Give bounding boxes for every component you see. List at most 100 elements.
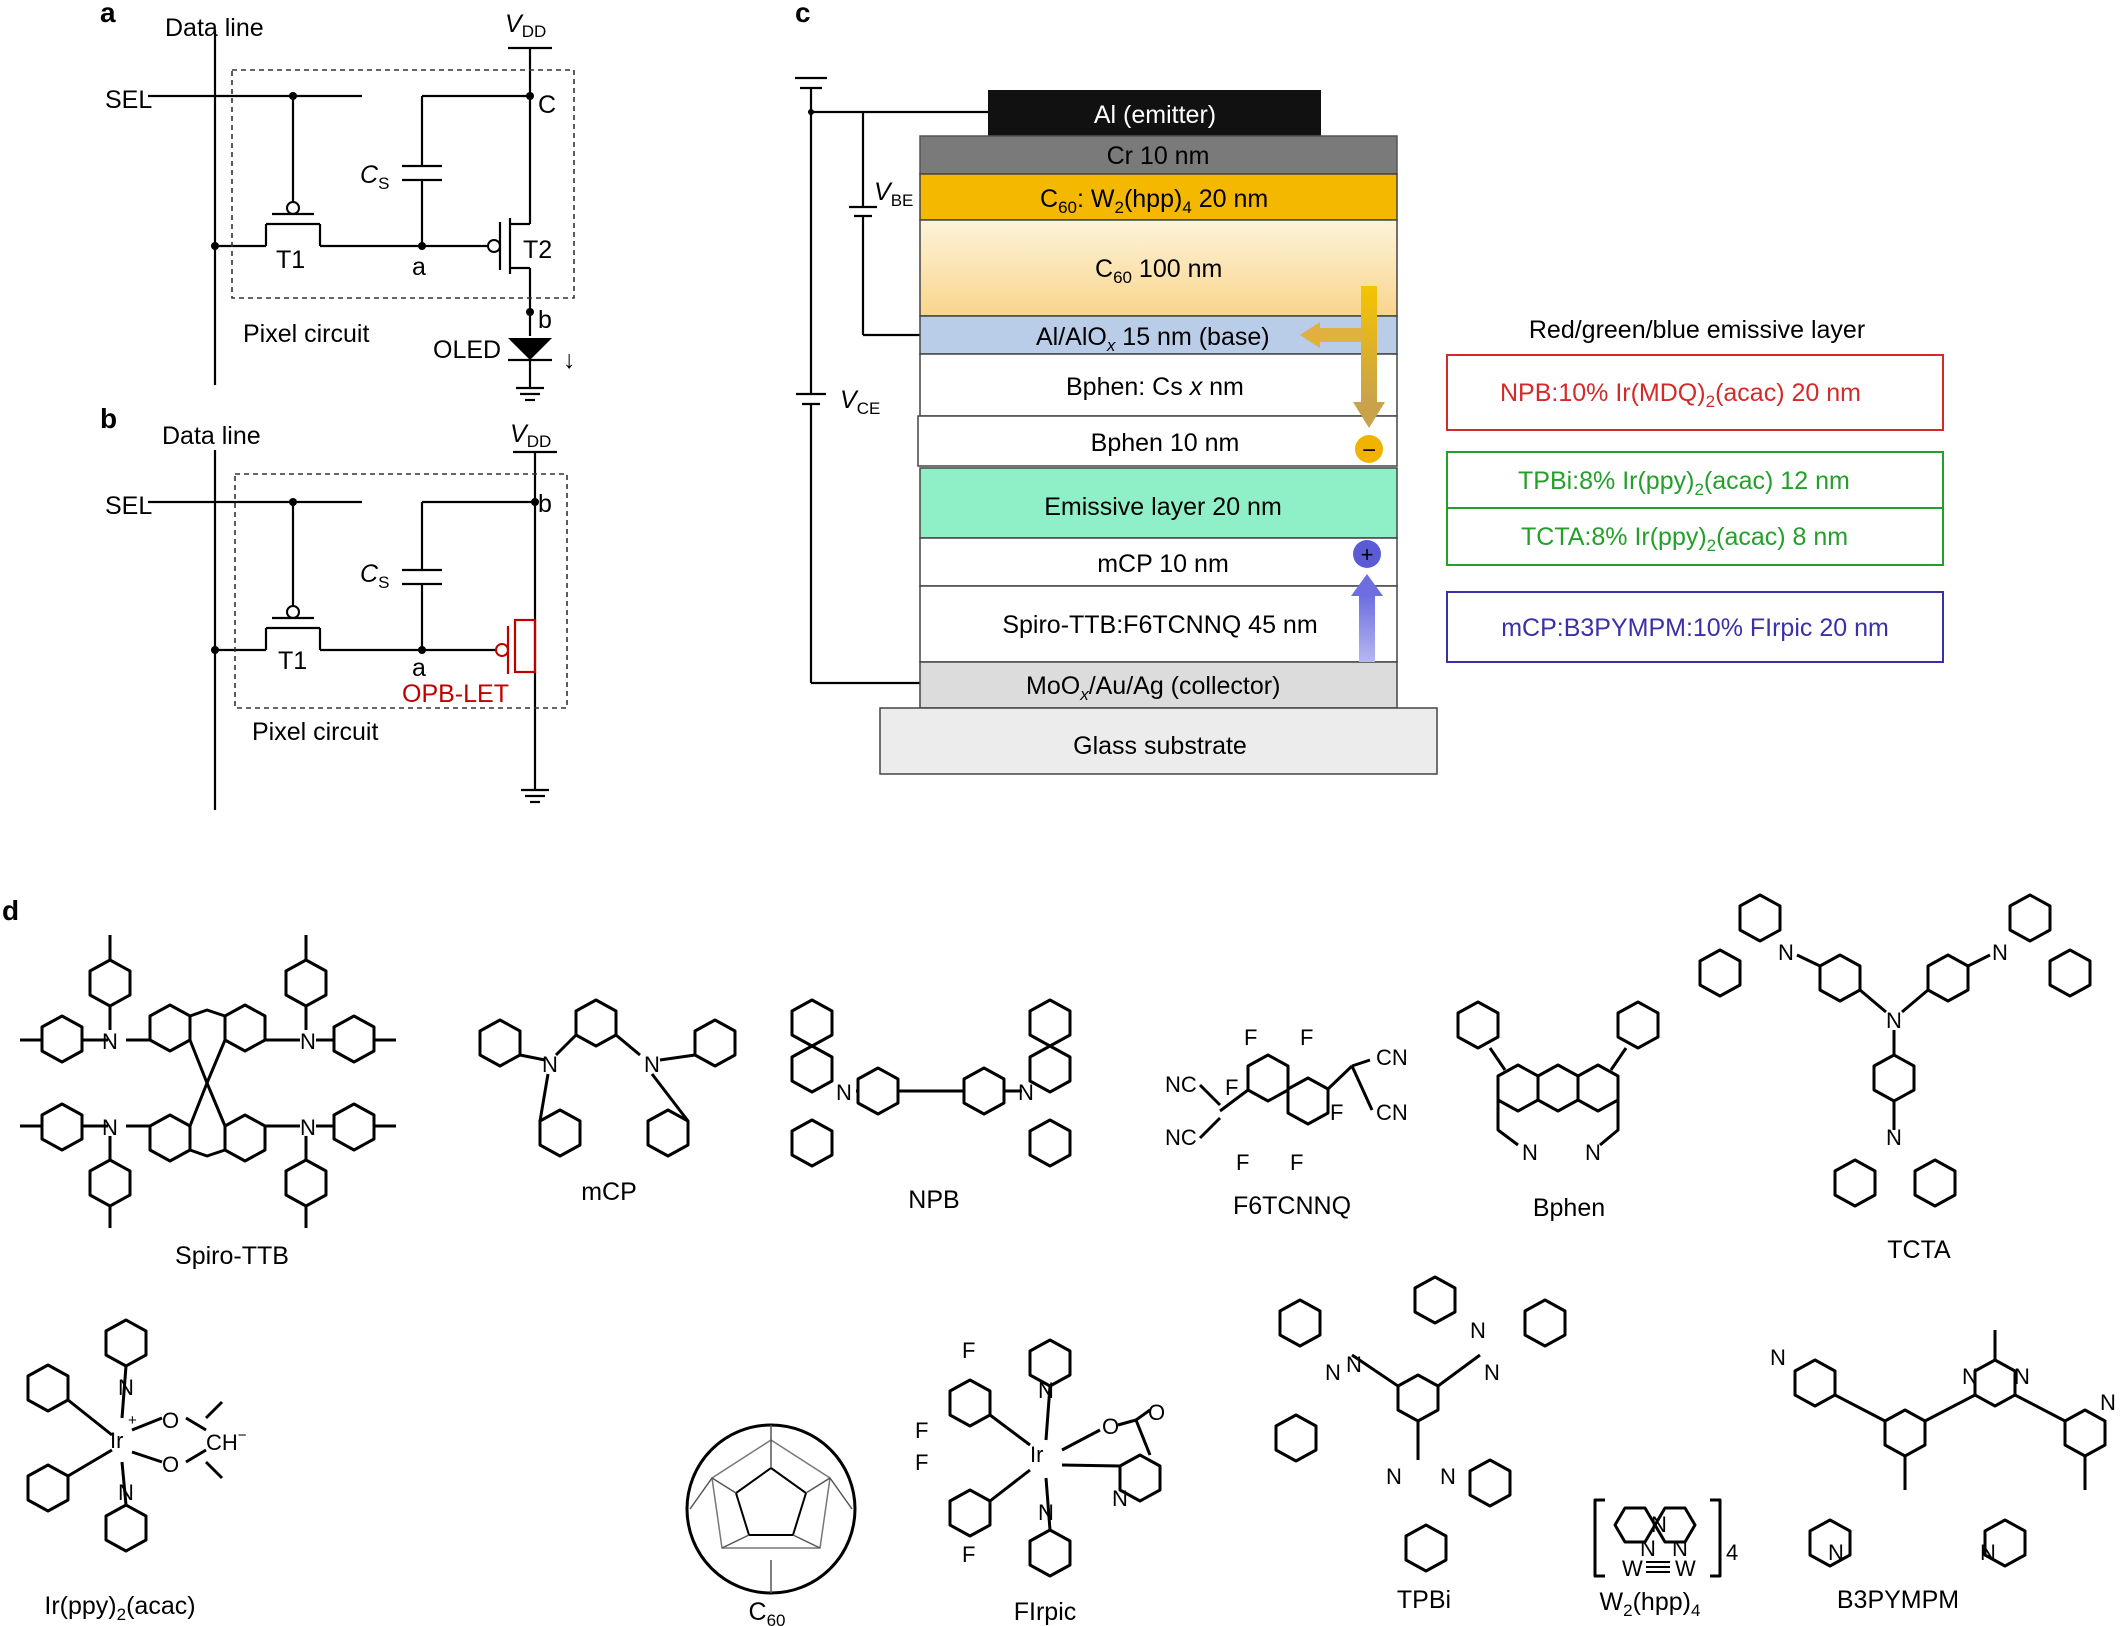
tpbi-label: TPBi (1397, 1586, 1451, 1614)
vdd-label: VDD (505, 10, 546, 41)
t1-label-b: T1 (278, 647, 307, 675)
t2-label: T2 (523, 236, 552, 264)
node-a-label: a (412, 253, 426, 281)
tpbi-n4: N (1484, 1360, 1500, 1385)
bphen-label: Bphen (1533, 1194, 1605, 1222)
tcta-label: TCTA (1887, 1236, 1951, 1264)
tpbi-n5: N (1386, 1464, 1402, 1489)
firpic-f4: F (962, 1542, 975, 1567)
spiro-layer (919, 585, 1398, 663)
bphen-structure: N N (1456, 1000, 1660, 1165)
b3-n3: N (1770, 1345, 1786, 1370)
f6-f5: F (1236, 1150, 1249, 1175)
spiro-layer-label: Spiro-TTB:F6TCNNQ 45 nm (1002, 611, 1317, 639)
w2hpp4-structure: N N N W W 4 (1593, 1498, 1738, 1581)
irppy-o2: O (162, 1452, 179, 1477)
b3-n6: N (1980, 1540, 1996, 1565)
sel-label-b: SEL (105, 492, 152, 520)
c60-label: C60 (749, 1598, 786, 1626)
panel-label-c: c (795, 0, 811, 28)
node-b-label-b: b (538, 490, 552, 518)
bphen-layer (917, 415, 1398, 467)
bphen-n1: N (1522, 1140, 1538, 1165)
data-line-label-b: Data line (162, 422, 261, 450)
blue-layer-label: mCP:B3PYMPM:10% FIrpic 20 nm (1501, 614, 1889, 642)
w2-four: 4 (1726, 1540, 1738, 1565)
spiro-ttb-label: Spiro-TTB (175, 1242, 289, 1270)
f6-nc2: NC (1165, 1125, 1197, 1150)
mcp-layer-label: mCP 10 nm (1097, 550, 1229, 578)
b3pympm-structure: N N N N N N (1770, 1330, 2116, 1568)
spiro-ttb-structure: N N N N (20, 935, 396, 1228)
spiro-n2: N (300, 1029, 316, 1054)
electron-arrow: − (1300, 286, 1385, 464)
f6-f6: F (1290, 1150, 1303, 1175)
tcta-n-center: N (1886, 1008, 1902, 1033)
panel-a: a Data line SEL VDD C CS T1 T2 a b Pixel… (100, 0, 576, 402)
f6-cn2: CN (1376, 1100, 1408, 1125)
cr-layer (919, 135, 1398, 175)
firpic-f1: F (962, 1338, 975, 1363)
b3pympm-label: B3PYMPM (1837, 1586, 1959, 1614)
tpbi-n3: N (1470, 1318, 1486, 1343)
firpic-f2: F (915, 1418, 928, 1443)
irppy-label: Ir(ppy)2(acac) (44, 1592, 195, 1624)
panel-label-a: a (100, 0, 116, 28)
spiro-n4: N (300, 1115, 316, 1140)
green-layer-2-label: TCTA:8% Ir(ppy)2(acac) 8 nm (1521, 523, 1848, 555)
w2-n1: N (1640, 1536, 1656, 1561)
f6tcnnq-label: F6TCNNQ (1233, 1192, 1351, 1220)
emission-arrow: ↓ (563, 346, 576, 374)
firpic-structure: Ir N N O O N F F F F (915, 1338, 1165, 1578)
w2hpp4-label: W2(hpp)4 (1600, 1588, 1701, 1620)
w2-n3: N (1651, 1512, 1667, 1537)
emitter-layer (988, 90, 1321, 136)
mcp-label: mCP (581, 1178, 637, 1206)
mcp-n1: N (542, 1052, 558, 1077)
tcta-n1: N (1778, 940, 1794, 965)
collector-layer-label: MoOx/Au/Ag (collector) (1026, 672, 1280, 704)
opb-let-label: OPB-LET (402, 680, 509, 708)
red-layer-box (1446, 354, 1944, 431)
f6-f2: F (1300, 1025, 1313, 1050)
circuit-a-wires (148, 30, 575, 402)
base-layer-label: Al/AlOx 15 nm (base) (1036, 323, 1270, 355)
f6-f3: F (1225, 1075, 1238, 1100)
emissive-layer (919, 467, 1398, 539)
f6tcnnq-structure: F F F F F F NC NC CN CN (1165, 1025, 1408, 1175)
w2-w2: W (1675, 1556, 1696, 1581)
opb-let-symbol (495, 618, 537, 674)
tpbi-n2: N (1325, 1360, 1341, 1385)
cs-label-b: CS (360, 560, 389, 592)
c60-w2hpp4-layer (919, 173, 1398, 221)
emissive-layer-label: Emissive layer 20 nm (1044, 493, 1282, 521)
irppy-ir: Ir (110, 1428, 123, 1453)
electron-sign: − (1362, 437, 1376, 464)
pixel-circuit-label: Pixel circuit (243, 320, 369, 348)
firpic-n1: N (1038, 1378, 1054, 1403)
irppy-n1: N (118, 1375, 134, 1400)
cs-label: CS (360, 161, 389, 193)
npb-n1: N (836, 1080, 852, 1105)
firpic-o2: O (1148, 1400, 1165, 1425)
tpbi-structure: N N N N N N (1274, 1275, 1567, 1573)
bphen-layer-label: Bphen 10 nm (1091, 429, 1240, 457)
firpic-f3: F (915, 1450, 928, 1475)
t1-label: T1 (276, 246, 305, 274)
oled-label: OLED (433, 336, 501, 364)
hole-sign: + (1361, 542, 1374, 567)
firpic-ir: Ir (1030, 1442, 1043, 1467)
bphen-n2: N (1585, 1140, 1601, 1165)
mcp-structure: N N (478, 998, 737, 1158)
hole-arrow: + (1351, 540, 1383, 662)
c60-layer-label: C60 100 nm (1095, 255, 1222, 287)
firpic-n2: N (1038, 1500, 1054, 1525)
glass-substrate (879, 707, 1438, 775)
firpic-o1: O (1102, 1414, 1119, 1439)
b3-n4: N (2100, 1390, 2116, 1415)
f6-f1: F (1244, 1025, 1257, 1050)
tcta-n2: N (1992, 940, 2008, 965)
bphen-cs-label: Bphen: Cs x nm (1066, 373, 1244, 401)
irppy-structure: Ir + N N O O CH− (26, 1318, 247, 1553)
